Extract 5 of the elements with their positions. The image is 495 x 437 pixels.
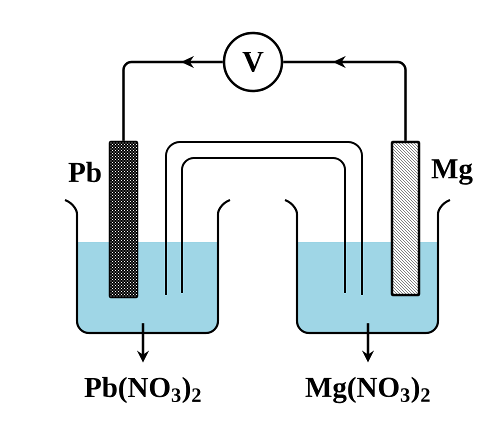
solution-label: Mg(NO$_{3}$)$_{2}$ xyxy=(306,376,430,404)
solution-label: Pb(NO$_{3}$)$_{2}$ xyxy=(84,376,201,404)
electrode-label: Pb xyxy=(68,162,101,182)
electrode-label: Mg xyxy=(432,159,473,185)
voltmeter: V xyxy=(222,32,284,92)
